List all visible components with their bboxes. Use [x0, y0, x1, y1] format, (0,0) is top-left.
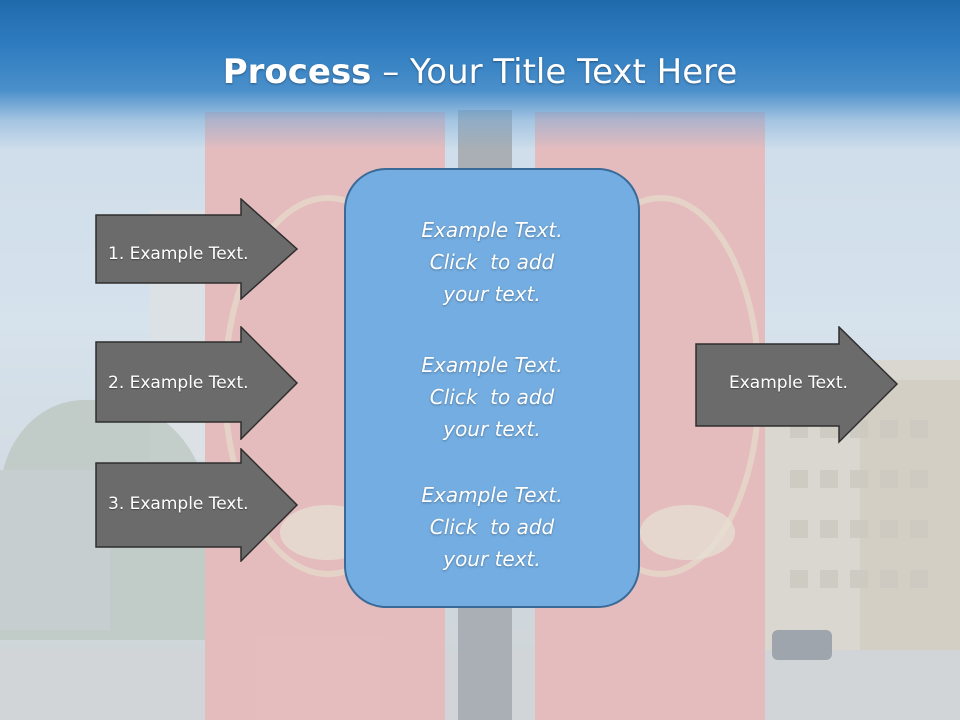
arrow-right-icon	[95, 198, 299, 300]
arrow-right-icon	[95, 448, 299, 562]
paragraph-line: your text.	[443, 282, 541, 306]
output-arrow-label: Example Text.	[729, 373, 848, 393]
step-arrow-3-label: 3. Example Text.	[108, 494, 249, 514]
paragraph-line: your text.	[443, 417, 541, 441]
step-arrow-1-label: 1. Example Text.	[108, 244, 249, 264]
title-bold: Process	[222, 52, 372, 92]
paragraph-line: Example Text.	[421, 483, 563, 507]
paragraph-line: your text.	[443, 547, 541, 571]
output-arrow[interactable]: Example Text.	[695, 326, 899, 444]
paragraph-line: Click to add	[429, 385, 555, 409]
step-arrow-2-label: 2. Example Text.	[108, 373, 249, 393]
step-arrow-3[interactable]: 3. Example Text.	[95, 448, 299, 562]
paragraph-line: Click to add	[429, 515, 555, 539]
center-paragraph-3: Example Text. Click to add your text.	[346, 479, 638, 575]
paragraph-line: Example Text.	[421, 218, 563, 242]
center-paragraph-1: Example Text. Click to add your text.	[346, 214, 638, 310]
arrow-right-icon	[95, 326, 299, 440]
slide-title[interactable]: Process – Your Title Text Here	[0, 52, 960, 92]
title-band	[0, 0, 960, 150]
paragraph-line: Example Text.	[421, 353, 563, 377]
step-arrow-2[interactable]: 2. Example Text.	[95, 326, 299, 440]
step-arrow-1[interactable]: 1. Example Text.	[95, 198, 299, 300]
title-rest: – Your Title Text Here	[371, 52, 738, 92]
center-text-box[interactable]: Example Text. Click to add your text. Ex…	[344, 168, 640, 608]
paragraph-line: Click to add	[429, 250, 555, 274]
center-paragraph-2: Example Text. Click to add your text.	[346, 349, 638, 445]
arrow-right-icon	[695, 326, 899, 444]
